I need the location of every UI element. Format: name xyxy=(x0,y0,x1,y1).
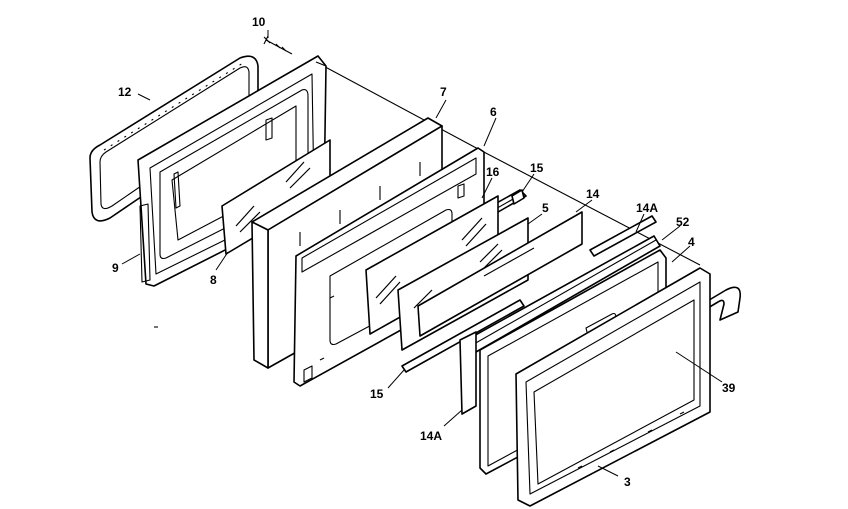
callout-52: 52 xyxy=(676,215,690,229)
callout-14A-top: 14A xyxy=(636,201,658,215)
callout-14A-bottom: 14A xyxy=(420,429,442,443)
callout-10: 10 xyxy=(252,15,266,29)
part-14A-shield-top xyxy=(589,215,657,257)
callout-15-bottom: 15 xyxy=(370,387,384,401)
callout-14: 14 xyxy=(586,187,600,201)
callout-15-top: 15 xyxy=(530,161,544,175)
callout-4: 4 xyxy=(688,235,695,249)
leader-lines xyxy=(121,30,723,477)
part-15-clip-top xyxy=(511,189,525,205)
callout-8: 8 xyxy=(210,273,217,287)
callout-12: 12 xyxy=(118,85,132,99)
part-14A-shield-bottom xyxy=(459,331,477,415)
callout-16: 16 xyxy=(486,165,500,179)
callout-7: 7 xyxy=(440,85,447,99)
part-10-screw xyxy=(263,35,293,55)
callout-39: 39 xyxy=(722,381,736,395)
callout-3: 3 xyxy=(624,475,631,489)
callout-6: 6 xyxy=(490,105,497,119)
part-14-glass-pane xyxy=(417,211,583,337)
part-15-clip-bottom xyxy=(401,299,525,373)
callout-5: 5 xyxy=(542,201,549,215)
part-3-outer-frame xyxy=(515,267,711,507)
perspective-guide-line xyxy=(315,61,701,266)
callout-9: 9 xyxy=(112,261,119,275)
